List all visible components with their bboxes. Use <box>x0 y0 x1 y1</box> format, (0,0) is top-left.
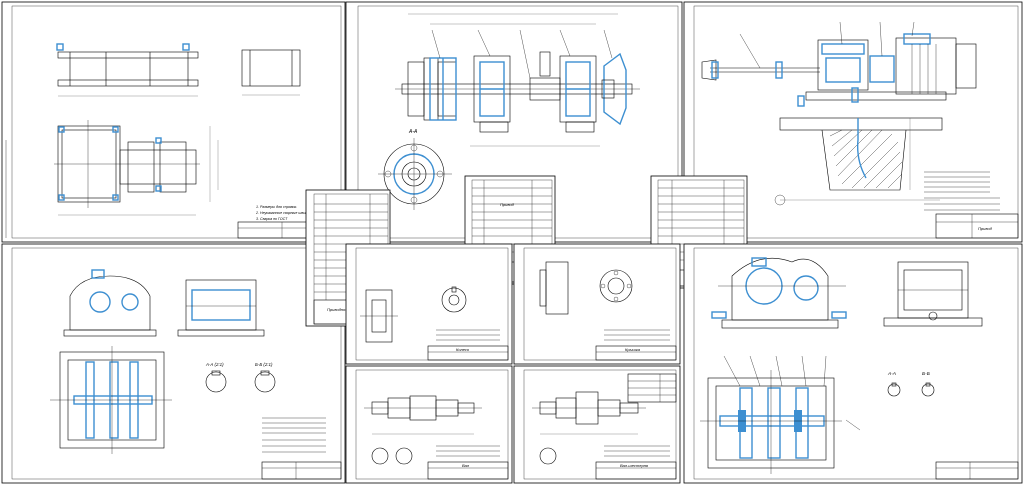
sheet-frame: 1. Размеры для справок. 2. Неуказанные с… <box>1 1 346 243</box>
section-label: А-А <box>408 129 418 135</box>
reducer-assembly-side <box>883 261 983 327</box>
tech-notes <box>604 445 670 457</box>
title-block: Вал-шестерня <box>595 461 677 480</box>
drive-assembly-view <box>701 33 977 206</box>
stamp-title: Крышка <box>625 347 641 352</box>
frame-top-view <box>56 43 199 97</box>
section-label: Б-Б <box>922 371 930 377</box>
tech-notes <box>262 417 326 453</box>
reducer-assembly-sections: А-А Б-Б <box>887 371 935 397</box>
title-block: Колесо <box>427 345 509 361</box>
title-block: Привод <box>935 213 1019 239</box>
leader-lines <box>723 355 861 431</box>
frame-side-view <box>241 49 301 96</box>
frame-plan-view <box>54 120 219 216</box>
sheet-cover: Крышка <box>513 243 681 365</box>
section-label: А-А (2:1) <box>205 362 224 367</box>
tech-notes <box>436 329 500 341</box>
reducer-assembly-plan <box>700 370 842 474</box>
title-block: Вал <box>427 461 509 480</box>
leader-lines <box>431 29 613 79</box>
tech-notes <box>924 171 1000 211</box>
reducer-side-view <box>177 279 265 337</box>
gear-shaft-view <box>532 391 646 465</box>
frame-notes: 1. Размеры для справок. 2. Неуказанные с… <box>255 205 306 221</box>
title-block <box>935 461 1019 480</box>
drive-shaft-section: А-А <box>378 129 452 210</box>
title-block <box>261 461 342 480</box>
reducer-plan-view <box>50 346 172 454</box>
reducer-sections: А-А (2:1) Б-Б (2:1) <box>205 362 276 393</box>
spec-title: Приводной вал <box>327 307 356 312</box>
stamp-title: Привод <box>978 226 993 231</box>
shaft-view <box>364 395 482 465</box>
title-block: Крышка <box>595 345 677 361</box>
reducer-front-view <box>63 269 157 337</box>
sheet-shaft: Вал <box>345 365 513 484</box>
stamp-title: Колесо <box>456 347 470 352</box>
sheet-reducer-assembly: А-А Б-Б <box>683 243 1023 484</box>
spec-title: Привод <box>500 202 515 207</box>
sheet-wheel: Колесо <box>345 243 513 365</box>
sheet-reducer-left: А-А (2:1) Б-Б (2:1) <box>1 243 346 484</box>
note-line: 2. Неуказанные сварные швы <box>255 211 306 215</box>
stamp-title: Вал <box>462 463 470 468</box>
stamp-title: Вал-шестерня <box>620 463 649 468</box>
leader-lines <box>739 21 915 69</box>
sheet-gear-shaft: Вал-шестерня <box>513 365 681 484</box>
drive-shaft-assembly <box>395 51 640 147</box>
note-line: 3. Сварка по ГОСТ <box>256 217 288 221</box>
section-label: Б-Б (2:1) <box>255 362 273 367</box>
reducer-assembly-front <box>711 257 847 329</box>
tech-notes <box>436 445 500 457</box>
note-line: 1. Размеры для справок. <box>256 205 297 209</box>
tech-notes <box>604 329 670 341</box>
cover-view <box>539 261 633 315</box>
wheel-view <box>360 286 467 343</box>
section-label: А-А <box>887 371 896 377</box>
param-table <box>627 373 677 403</box>
